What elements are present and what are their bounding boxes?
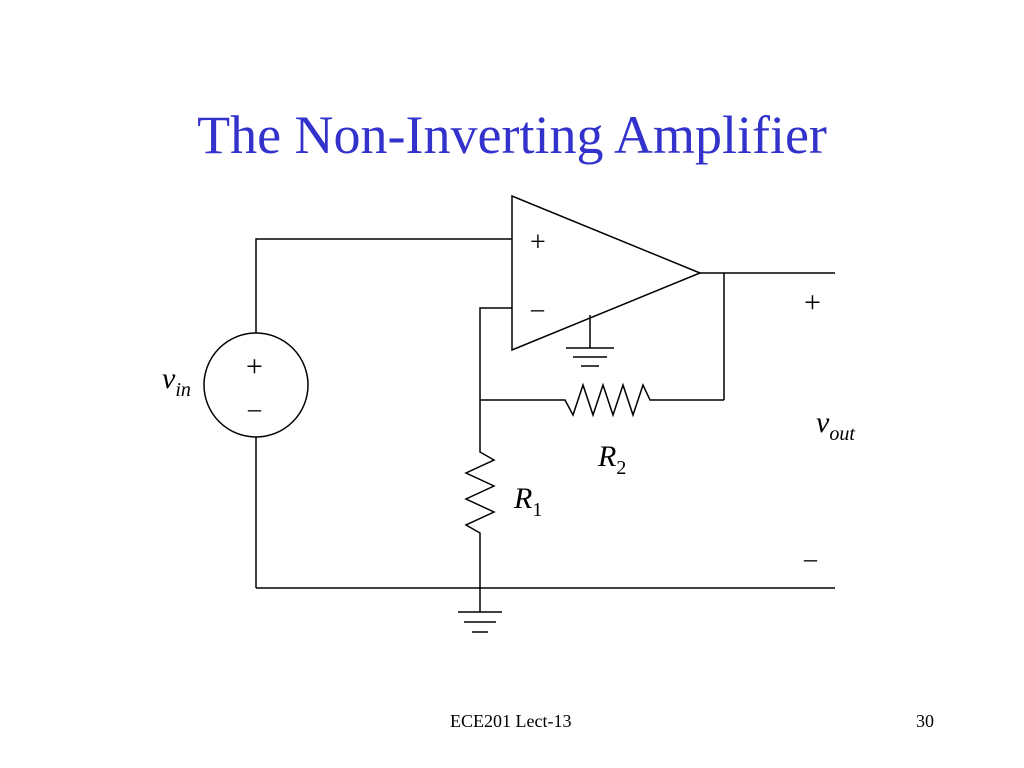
r1-label: R1 [514,482,542,527]
inverting-input-wire [479,307,512,400]
opamp-triangle [511,194,702,352]
r2-resistor [480,382,724,418]
vin-symbol: v [162,362,176,395]
r1-resistor [464,400,496,588]
vin-subscript: in [175,379,191,401]
opamp-minus-label: – [531,294,544,323]
slide-title: The Non-Inverting Amplifier [197,105,827,165]
page-number: 30 [916,711,934,731]
r2-subscript: 2 [616,457,627,479]
r2-symbol: R [598,440,617,473]
vin-label: vin [162,362,191,407]
source-minus-label: – [248,394,261,423]
vout-label: vout [816,406,855,451]
r1-subscript: 1 [532,499,543,521]
opamp-plus-label: + [530,227,546,258]
noninverting-input-wire [255,238,512,333]
output-minus-label: – [804,544,817,573]
vout-subscript: out [829,423,855,445]
r2-label: R2 [598,440,626,485]
output-plus-label: + [804,286,821,319]
r1-symbol: R [514,482,533,515]
source-plus-label: + [246,350,263,383]
voltage-source [203,332,309,438]
vout-symbol: v [816,406,830,439]
footer-course-label: ECE201 Lect-13 [450,711,572,731]
